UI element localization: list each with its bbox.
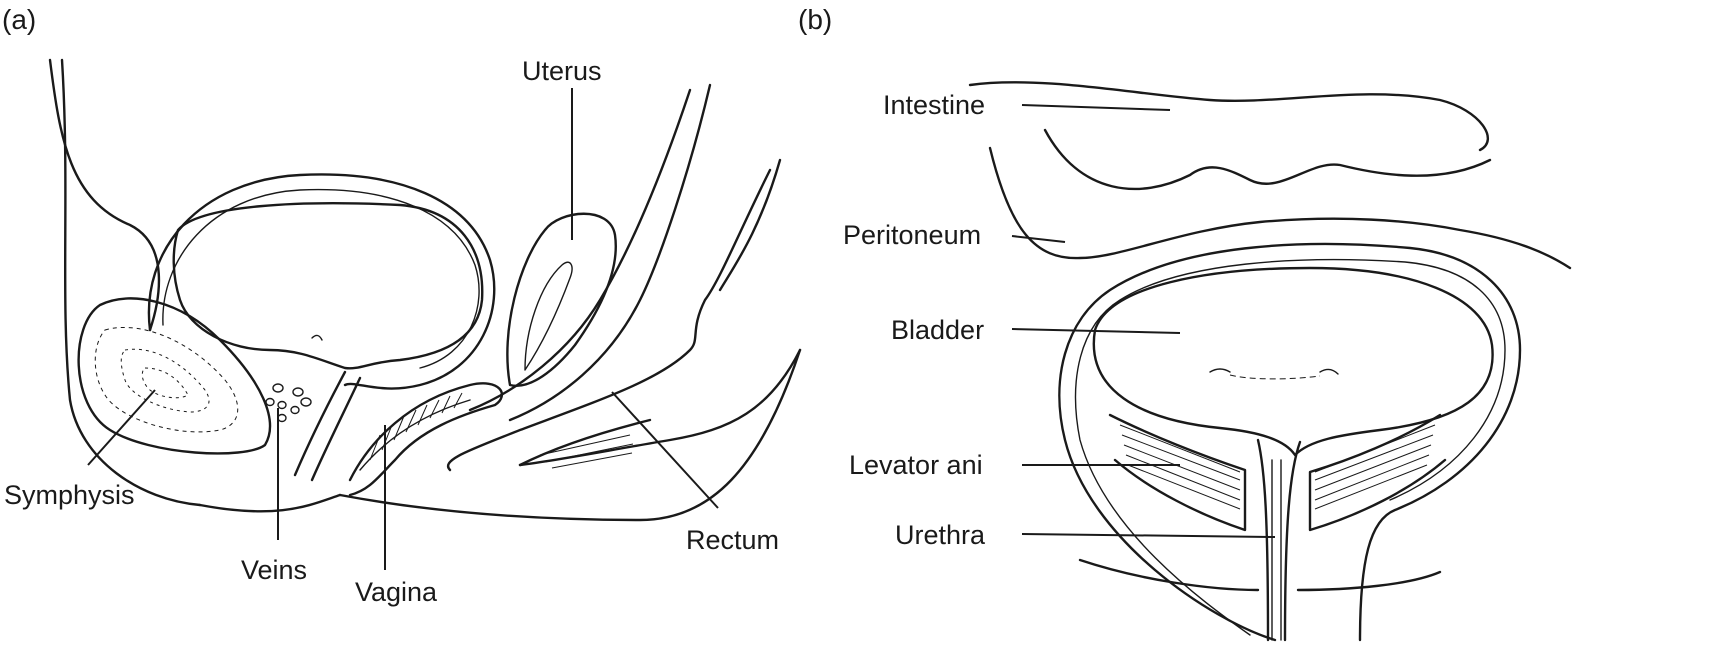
symphysis-leader — [87, 389, 156, 466]
label-intestine: Intestine — [883, 90, 986, 120]
label-bladder: Bladder — [891, 315, 985, 345]
bladder-lumen — [172, 202, 484, 370]
bladder-leader — [1011, 328, 1181, 334]
veins-cluster — [265, 383, 312, 423]
label-uterus: Uterus — [522, 56, 602, 86]
intestine-contour-top — [968, 81, 1489, 152]
vagina-wall — [348, 382, 504, 497]
sagittal-illustration — [48, 58, 802, 570]
intestine-leader — [1021, 104, 1171, 111]
peritoneum-leader — [1011, 235, 1066, 243]
bladder-lumen — [1092, 266, 1494, 457]
label-rectum: Rectum — [686, 525, 780, 555]
urethra-channel — [293, 370, 347, 477]
symphysis-bone — [77, 297, 272, 455]
uterus-body — [506, 212, 617, 387]
abdominal-wall — [48, 58, 161, 332]
intestine-contour-mid — [1043, 128, 1492, 191]
levator-ani-right — [1308, 413, 1447, 532]
peritoneum-line — [988, 146, 1572, 270]
bladder-wall-outer — [1058, 242, 1522, 642]
panel-a-sagittal-diagram: (a) — [2, 4, 802, 607]
label-levator-ani: Levator ani — [849, 450, 983, 480]
label-veins: Veins — [241, 555, 308, 585]
levator-ani-left — [1108, 413, 1247, 532]
frontal-illustration — [968, 81, 1572, 642]
panel-a-letter: (a) — [2, 4, 37, 35]
rectum-leader — [611, 391, 719, 509]
perineum-contour — [338, 348, 802, 522]
urethra-tube — [1256, 438, 1270, 642]
label-vagina: Vagina — [355, 577, 438, 607]
panel-b-letter: (b) — [798, 4, 833, 35]
label-symphysis: Symphysis — [4, 480, 135, 510]
label-urethra: Urethra — [895, 520, 986, 550]
label-peritoneum: Peritoneum — [843, 220, 982, 250]
urethra-leader — [1021, 533, 1276, 538]
bladder-wall-outer — [147, 173, 496, 390]
pelvic-floor-contour — [1078, 558, 1442, 592]
rectum-wall — [468, 88, 692, 412]
panel-b-frontal-diagram: (b) — [798, 0, 1717, 667]
